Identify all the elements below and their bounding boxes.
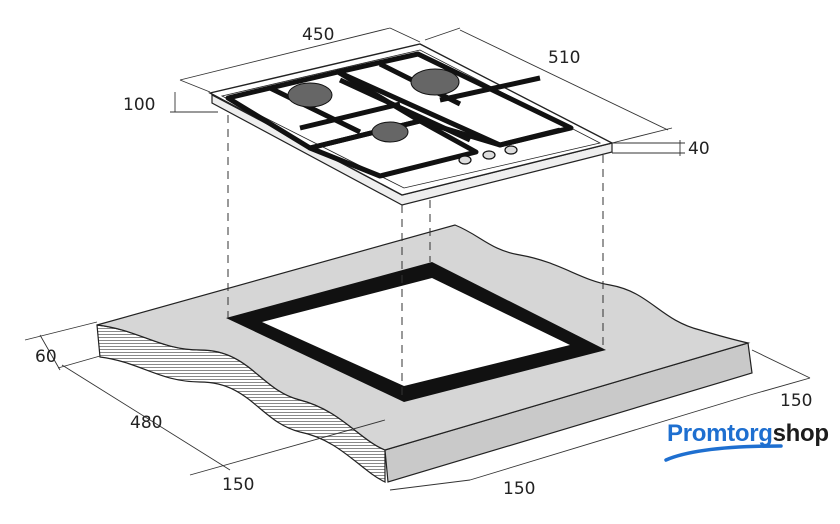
knob-icon [504,145,518,155]
knob-icon [458,155,472,165]
brand-logo: Promtorgshop [667,420,829,448]
logo-part-shop: shop [772,420,829,447]
burner-icon [410,68,460,96]
control-knobs [458,145,518,165]
gas-hob [208,43,614,206]
dimension-hob-height-label: 40 [688,139,710,159]
cutout-opening [262,278,570,386]
dimension-width-label: 450 [302,25,334,45]
pan-supports [225,51,574,179]
worktop [96,224,753,483]
dimension-lines [24,27,811,491]
dimension-cutout-depth-label: 480 [130,413,162,433]
logo-part-promtorg: Promtorg [667,420,773,447]
logo-swoosh-icon [664,444,783,462]
burner-icon [371,121,409,143]
dimension-front-margin-right-label: 150 [503,479,535,499]
knob-icon [482,150,496,160]
burner-icon [287,82,333,108]
dimension-side-margin-label: 150 [780,391,812,411]
dimension-front-margin-left-label: 150 [222,475,254,495]
dimension-top-clearance-label: 100 [123,95,155,115]
burners [287,68,460,143]
dimension-depth-label: 510 [548,48,580,68]
projection-lines [227,115,604,400]
dimension-worktop-thickness-label: 60 [35,347,57,367]
